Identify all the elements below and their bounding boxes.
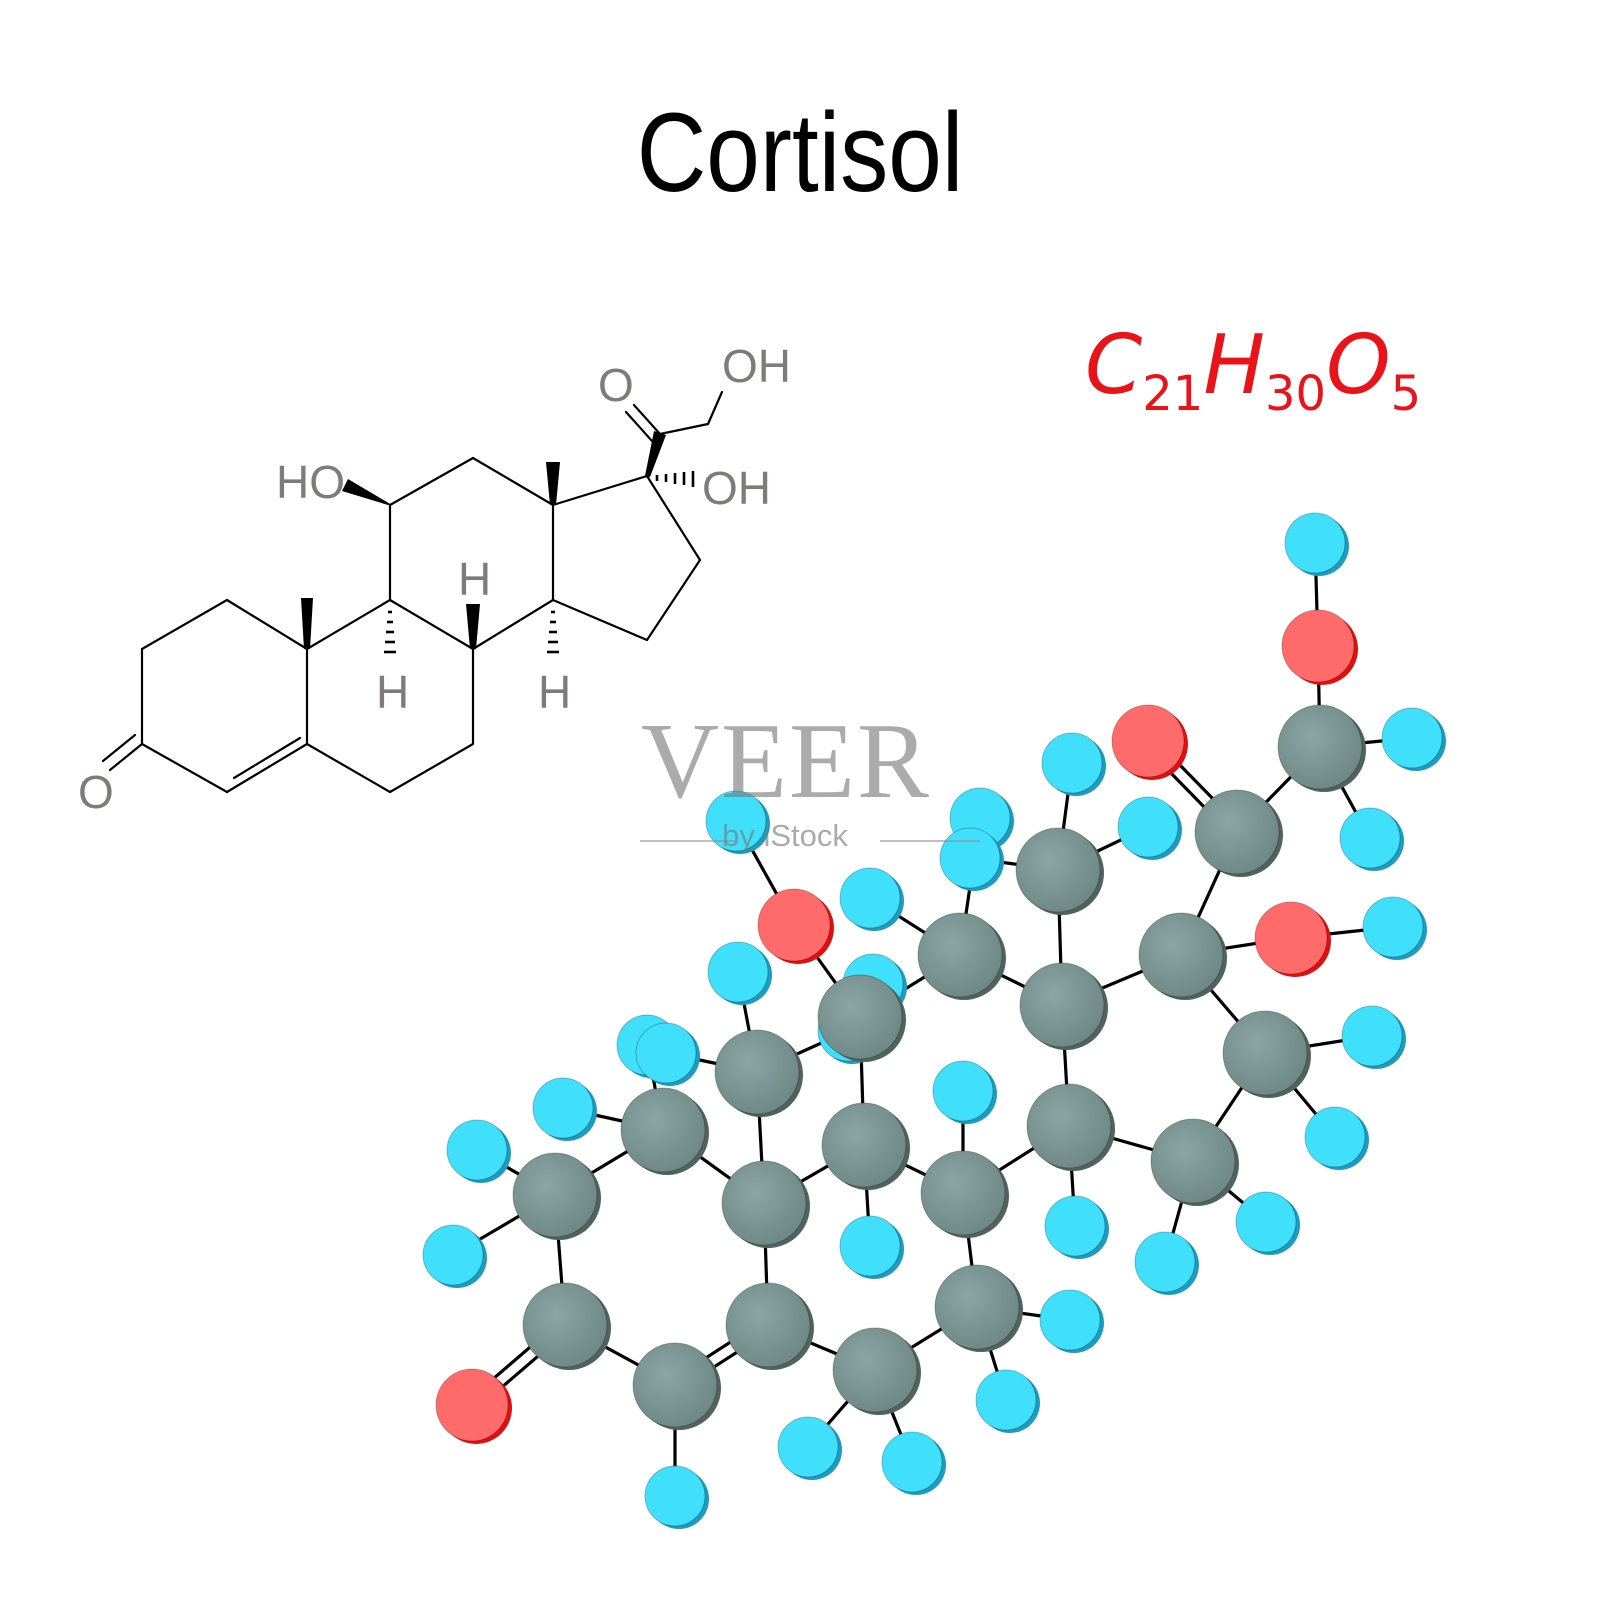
- oxygen-atom: [757, 888, 834, 964]
- hydrogen-atom: [1117, 796, 1182, 860]
- hydrogen-atom: [705, 790, 770, 854]
- hydrogen-atom: [1362, 896, 1427, 960]
- hydrogen-atom: [1041, 732, 1106, 796]
- hydroxyl-11-label: HO: [276, 456, 345, 508]
- carbon-atom: [721, 1160, 810, 1248]
- oxygen-atom: [1281, 609, 1358, 685]
- watermark-subtext: by iStock: [722, 818, 848, 853]
- hydrogen-atom: [839, 1215, 904, 1279]
- hydrogen-atom: [1044, 1195, 1109, 1259]
- carbon-atom: [1019, 962, 1108, 1050]
- watermark-left-rule: [640, 840, 735, 842]
- hydrogen-14-label: H: [538, 666, 571, 718]
- hydrogen-atom: [1284, 512, 1349, 576]
- carbon-atom: [1277, 704, 1366, 792]
- carbon-atom: [725, 1282, 814, 1370]
- carbon-atom: [1015, 827, 1104, 915]
- hydrogen-atom: [975, 1369, 1040, 1433]
- hydrogen-atom: [644, 1465, 709, 1529]
- formula-c: C: [1085, 318, 1143, 413]
- carbon-atom: [917, 912, 1006, 1000]
- hydrogen-atom: [1235, 1191, 1300, 1255]
- carbon-atom: [522, 1282, 611, 1370]
- carbon-atom: [1194, 789, 1283, 877]
- oxygen-atom: [1254, 901, 1331, 977]
- formula-h-count: 30: [1265, 365, 1327, 422]
- hydrogen-atom: [839, 867, 904, 931]
- formula-o: O: [1326, 318, 1391, 413]
- carbon-atom: [1222, 1010, 1311, 1098]
- hydrogen-8-label: H: [458, 553, 491, 605]
- hydrogen-atom: [1039, 1289, 1104, 1353]
- hydrogen-atom: [1304, 1106, 1369, 1170]
- carbon-atom: [1138, 912, 1227, 1000]
- carbon-atom: [1026, 1083, 1115, 1171]
- carbon-atom: [817, 974, 906, 1062]
- hydrogen-atom: [777, 1416, 842, 1480]
- hydrogen-atom: [532, 1077, 597, 1141]
- chemical-formula: C21H30O5: [1085, 318, 1421, 422]
- hydrogen-atom: [1381, 707, 1446, 771]
- oxygen-atom: [1111, 704, 1188, 780]
- hydrogen-9-label: H: [376, 666, 409, 718]
- hydrogen-atom: [422, 1224, 487, 1288]
- hydrogen-atom: [635, 1022, 700, 1086]
- carbon-atom: [934, 1264, 1023, 1352]
- hydrogen-atom: [881, 1431, 946, 1495]
- carbon-atom: [1150, 1118, 1239, 1206]
- formula-o-count: 5: [1390, 365, 1422, 422]
- ketone-oxygen-label: O: [78, 766, 114, 818]
- carbon-atom: [821, 1102, 910, 1190]
- carbon-atom: [920, 1150, 1009, 1238]
- hydrogen-atom: [446, 1119, 511, 1183]
- hydroxyl-21-label: OH: [722, 340, 791, 392]
- watermark-logo: VEER: [641, 702, 931, 821]
- hydrogen-atom: [932, 1060, 997, 1124]
- carbon-atom: [620, 1087, 709, 1175]
- carbon-atom: [714, 1029, 803, 1117]
- hydroxyl-17-label: OH: [702, 462, 771, 514]
- hydrogen-atom: [1341, 1005, 1406, 1069]
- watermark-right-rule: [880, 840, 980, 842]
- carbon-atom: [512, 1152, 601, 1240]
- formula-c-count: 21: [1142, 365, 1204, 422]
- oxygen-atom: [435, 1368, 512, 1444]
- carbonyl-20-oxygen-label: O: [598, 359, 634, 411]
- formula-h: H: [1203, 318, 1266, 413]
- hydrogen-atom: [1339, 807, 1404, 871]
- carbon-atom: [832, 1327, 921, 1415]
- hydrogen-atom: [939, 827, 1004, 891]
- hydrogen-atom: [1134, 1231, 1199, 1295]
- hydrogen-atom: [707, 941, 772, 1005]
- title: Cortisol: [636, 90, 964, 215]
- carbon-atom: [632, 1342, 721, 1430]
